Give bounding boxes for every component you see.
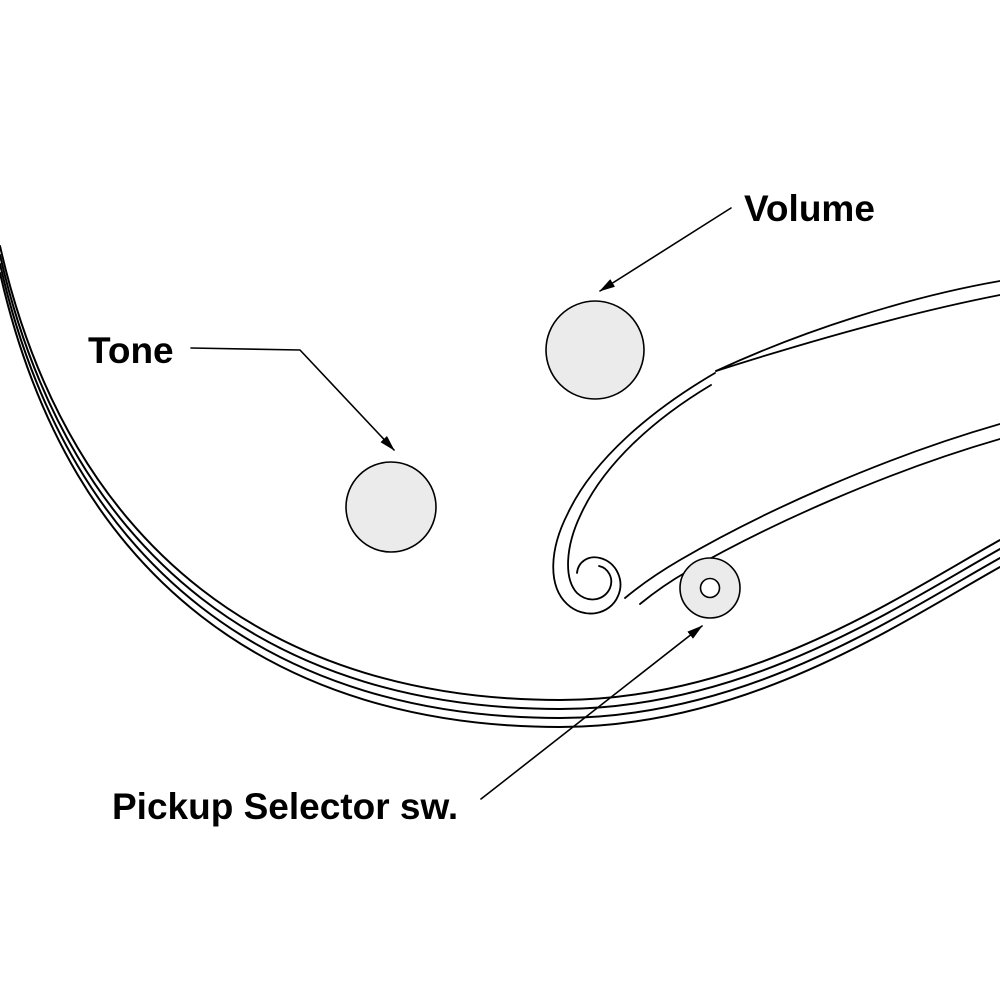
diagram-lines (0, 207, 1000, 800)
f-hole (552, 280, 1000, 615)
tone-label: Tone (88, 330, 174, 371)
body-edge-arcs (0, 245, 1000, 728)
f-hole-lower-edge-binding-line (639, 438, 1000, 605)
volume-leader-line (599, 207, 732, 292)
tone-knob (345, 461, 437, 553)
body-edge-arc-3 (0, 263, 1000, 719)
f-hole-crescent-outer-line (715, 280, 1000, 372)
body-edge-arc-1 (0, 245, 1000, 701)
f-hole-upper-edge-binding-line (567, 384, 712, 601)
f-hole-lower-edge-line (624, 423, 1000, 599)
pickup-selector-tip (699, 577, 721, 599)
pickup-selector-leader-line (480, 625, 703, 800)
f-hole-upper-edge-line (552, 372, 716, 615)
body-edge-arc-2 (0, 254, 1000, 710)
tone-leader-line (190, 347, 395, 451)
body-edge-arc-4 (0, 272, 1000, 728)
volume-knob (545, 300, 645, 400)
f-hole-crescent-inner-line (715, 294, 1000, 372)
volume-label: Volume (744, 188, 875, 229)
pickup-selector-label: Pickup Selector sw. (112, 786, 458, 827)
